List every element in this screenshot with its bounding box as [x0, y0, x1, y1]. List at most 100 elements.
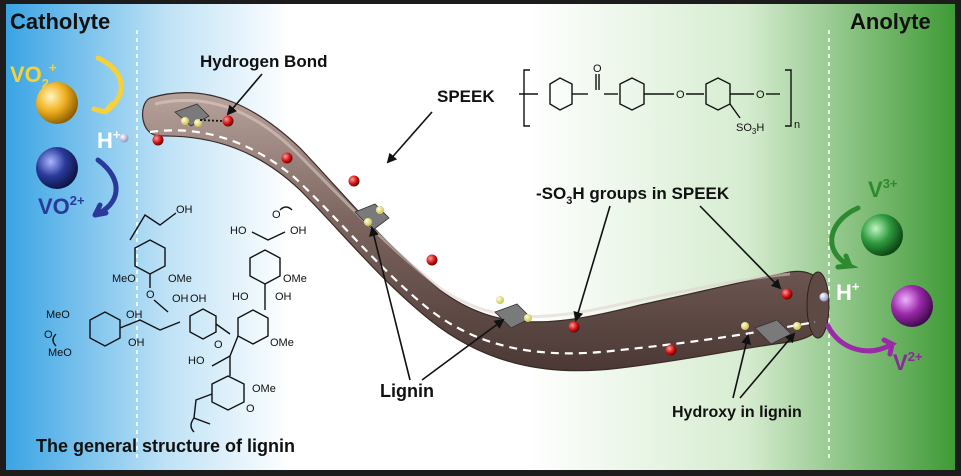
anolyte-label: Anolyte [850, 9, 931, 34]
lignin-ome-4: OMe [252, 383, 276, 395]
lignin-label: Lignin [380, 381, 434, 401]
repeat-bracket-right [785, 69, 792, 127]
catholyte-ions: VO2+ VO2+ H+ [10, 55, 129, 219]
vo-2plus-arrow [92, 157, 119, 218]
hydroxy-dot [793, 322, 801, 330]
lignin-ring-a [134, 239, 166, 275]
vo2-plus-label: VO2+ [10, 60, 57, 91]
lignin-structure-caption: The general structure of lignin [36, 436, 295, 456]
proton-left-label: H+ [97, 127, 121, 153]
lignin-bond [119, 319, 181, 331]
lignin-o-link-2: O [214, 339, 223, 351]
lignin-ho-upper: HO [230, 225, 247, 237]
lignin-meo-left-2: MeO [48, 347, 72, 359]
lignin-ome-1: OMe [168, 273, 192, 285]
hydroxy-dot [496, 296, 504, 304]
proton-pathway [149, 129, 816, 355]
hydroxy-dot [741, 322, 749, 330]
lignin-ring-c [89, 311, 121, 347]
speek-ring-2 [619, 77, 645, 111]
sulfonic-groups [152, 115, 793, 356]
membrane-end-cap [806, 271, 830, 339]
lignin-bond [153, 299, 169, 313]
hydroxy-dot [194, 119, 202, 127]
proton-right-label: H+ [836, 279, 860, 305]
background-panel [6, 4, 955, 470]
lignin-wavy-bond [279, 206, 293, 211]
hydrogen-bond-label: Hydrogen Bond [200, 52, 328, 71]
so3h-groups-label: -SO3H groups in SPEEK [536, 184, 730, 207]
so3h-pointer-1 [573, 205, 611, 322]
hydroxy-in-lignin-label: Hydroxy in lignin [672, 404, 802, 421]
so3h-group [665, 344, 677, 356]
lignin-pointer-2 [421, 318, 505, 381]
lignin-oh-top: OH [176, 204, 193, 216]
lignin-ome-3: OMe [270, 337, 294, 349]
v2-arrow [825, 323, 898, 357]
proton-right-ball [819, 292, 829, 302]
lignin-ho-lower: HO [188, 355, 205, 367]
lignin-side-chain [129, 212, 177, 241]
hydroxy-pointer-1 [732, 334, 751, 399]
proton-left-ball [119, 133, 129, 143]
v2-ball [891, 285, 933, 327]
lignin-ring-b [249, 249, 281, 285]
repeat-bracket-left [523, 69, 530, 127]
lignin-wavy-bond [190, 417, 195, 433]
lignin-oh-left-1: OH [126, 309, 143, 321]
lignin-oh-mid-3: OH [275, 291, 292, 303]
vo-2plus-ball [36, 147, 78, 189]
hydroxy-dots [181, 117, 801, 330]
lignin-oh-left-2: OH [128, 337, 145, 349]
speek-pointer [386, 111, 433, 164]
speek-so3h: SO3H [736, 122, 764, 136]
lignin-bond [251, 231, 286, 241]
lignin-ho-mid: HO [232, 291, 249, 303]
lignin-oh-upper-right: OH [290, 225, 307, 237]
vo-2plus-label: VO2+ [38, 193, 85, 219]
lignin-ring-d [189, 308, 217, 340]
lignin-bond [215, 323, 231, 335]
so3h-group [222, 115, 234, 127]
v3-label: V3+ [868, 176, 898, 202]
lignin-oh-mid-2: OH [190, 293, 207, 305]
so3h-group [426, 254, 438, 266]
lignin-ring-f [211, 375, 245, 411]
lignin-bond [193, 393, 213, 425]
carbonyl-o: O [593, 63, 602, 75]
membrane-highlight [154, 98, 791, 318]
so3h-group [568, 321, 580, 333]
hydrogen-bond-pointer [226, 73, 263, 116]
lignin-o-left: O [44, 329, 53, 341]
catholyte-label: Catholyte [10, 9, 110, 34]
hydroxy-dot [376, 206, 384, 214]
hydroxy-dot [524, 314, 532, 322]
hydroxy-pointer-2 [739, 332, 796, 399]
lignin-pointer-1 [369, 226, 411, 381]
lignin-wavy-bond [52, 333, 57, 347]
hydroxy-dot [364, 218, 372, 226]
anolyte-ions: V3+ H+ V2+ [819, 176, 933, 375]
sulfonation-bond [729, 103, 741, 119]
speek-label: SPEEK [437, 87, 495, 106]
ether-o-1: O [676, 89, 685, 101]
so3h-pointer-2 [699, 205, 782, 290]
lignin-o-ring: O [246, 403, 255, 415]
vo2-plus-arrow [91, 55, 124, 115]
lignin-meo-1: MeO [112, 273, 136, 285]
v3-ball [861, 214, 903, 256]
repeat-n: n [794, 119, 800, 131]
so3h-group [348, 175, 360, 187]
lignin-o-link-1: O [146, 289, 155, 301]
v2-label: V2+ [893, 349, 923, 375]
so3h-group [781, 288, 793, 300]
lignin-oh-mid-1: OH [172, 293, 189, 305]
speek-formula: O O O SO3H n [519, 63, 800, 136]
vo2-plus-ball [36, 82, 78, 124]
so3h-group [281, 152, 293, 164]
lignin-structure: OH MeO OMe O OH OH O HO OH OMe HO OH MeO… [44, 204, 307, 433]
hydroxy-dot [181, 117, 189, 125]
speek-membrane [142, 92, 830, 372]
